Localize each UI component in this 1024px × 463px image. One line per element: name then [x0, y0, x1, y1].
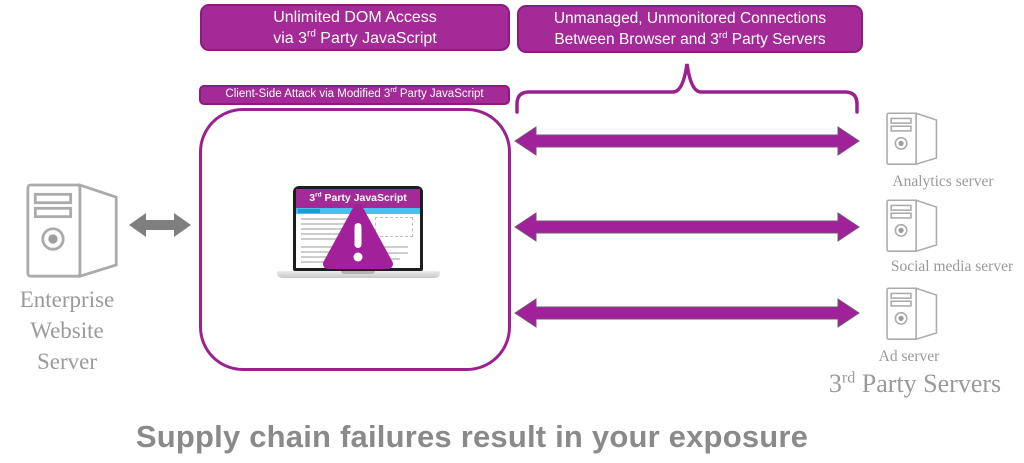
connection-arrow-analytics-icon — [514, 126, 860, 156]
callout-unlimited-dom-access: Unlimited DOM Access via 3rd Party JavaS… — [200, 4, 510, 51]
third-party-servers-title: 3rd Party Servers — [828, 369, 1002, 398]
connection-arrow-ad-icon — [514, 298, 860, 328]
enterprise-server-label: Enterprise Website Server — [4, 284, 130, 377]
warning-triangle-icon — [323, 204, 393, 269]
brace-icon — [515, 63, 859, 114]
text-line — [301, 218, 347, 220]
laptop-base — [277, 271, 440, 278]
toolbar-chip — [298, 209, 320, 213]
text-line — [301, 233, 341, 235]
callout-line: via 3rd Party JavaScript — [273, 28, 437, 47]
laptop-banner: 3rd Party JavaScript — [296, 189, 420, 208]
headline: Supply chain failures result in your exp… — [135, 419, 809, 454]
ad-server-label: Ad server — [878, 348, 940, 365]
social-media-server-icon — [886, 199, 938, 253]
callout-unmanaged-connections: Unmanaged, Unmonitored Connections Betwe… — [517, 5, 863, 53]
enterprise-label-line: Website — [30, 318, 104, 343]
text-line — [301, 238, 347, 240]
enterprise-server-icon — [26, 183, 118, 279]
text-line — [301, 251, 347, 253]
callout-line: Unmanaged, Unmonitored Connections — [553, 10, 827, 27]
attack-banner: Client-Side Attack via Modified 3rd Part… — [199, 85, 510, 105]
analytics-server-label: Analytics server — [892, 173, 994, 190]
text-line — [301, 246, 347, 248]
enterprise-label-line: Enterprise — [19, 287, 115, 312]
analytics-server-icon — [886, 112, 938, 166]
callout-line: Between Browser and 3rd Party Servers — [554, 29, 826, 48]
connection-arrow-social-icon — [514, 212, 860, 242]
callout-line: Unlimited DOM Access — [273, 8, 437, 26]
enterprise-label-line: Server — [36, 349, 98, 374]
ad-placeholder-box — [375, 217, 413, 237]
ad-server-icon — [886, 287, 938, 341]
laptop-notch — [341, 271, 375, 274]
text-line — [301, 228, 347, 230]
text-line — [301, 256, 347, 258]
text-line — [301, 223, 347, 225]
gray-double-arrow-icon — [129, 213, 191, 237]
social-media-server-label: Social media server — [890, 258, 1014, 275]
text-line — [301, 261, 341, 263]
